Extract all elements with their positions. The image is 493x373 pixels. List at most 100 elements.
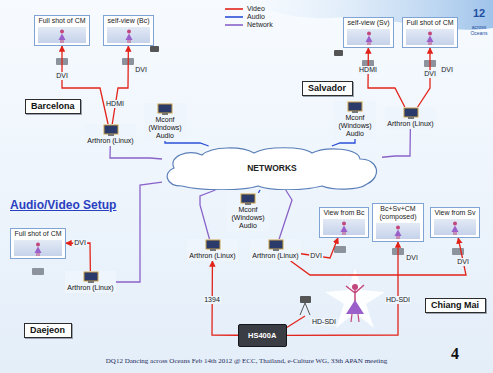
screen-dancer	[393, 225, 403, 239]
camera-body	[300, 296, 311, 303]
legend-text: Network	[247, 21, 273, 29]
node-text: Bc+Sv+CM (composed)	[376, 205, 420, 221]
legend: VideoAudioNetwork	[224, 5, 273, 29]
dancer-skirt	[395, 230, 402, 237]
dancer-legs	[429, 42, 431, 45]
legend-text: Audio	[247, 13, 265, 21]
site-label-box: Chiang Mai	[425, 298, 486, 313]
computer-box: Arthron (Linux)	[65, 271, 116, 293]
dancer-legs	[454, 232, 456, 235]
dancer-head	[127, 30, 131, 34]
legend-text: Video	[247, 5, 265, 13]
dancer-head	[36, 243, 40, 247]
screen-dancer	[364, 31, 374, 45]
connector	[279, 190, 292, 239]
monitor-stand	[408, 117, 414, 119]
legend-line	[224, 22, 244, 28]
computer-box: Arthron (Linux)	[250, 239, 301, 261]
dancer-legs	[61, 40, 63, 43]
computer-icon	[82, 271, 100, 284]
screen-image	[406, 29, 454, 45]
camera-body	[150, 46, 159, 52]
dancer-legs	[343, 232, 345, 235]
dancer-legs	[37, 253, 39, 256]
screen-box: Full shot of CM	[10, 228, 66, 259]
screen-dancer	[57, 29, 67, 43]
dancer-head	[428, 32, 432, 36]
node-text: NETWORKS	[247, 163, 297, 173]
computer-box: Mconf (Windows) Audio	[227, 193, 269, 231]
monitor	[104, 125, 118, 134]
connector-label: HDMI	[105, 100, 125, 108]
legend-line-sample	[225, 16, 243, 18]
projector-body	[334, 246, 346, 253]
wire-label: across Oceans	[467, 24, 491, 36]
screen-box: self-view (Bc)	[103, 15, 154, 46]
dancer-skirt	[35, 247, 42, 254]
connector	[291, 238, 466, 275]
connector	[382, 129, 410, 157]
dancer-head	[342, 222, 346, 226]
dancer-head	[453, 222, 457, 226]
monitor-stand	[108, 134, 114, 136]
diagram-title: Audio/Video Setup	[10, 198, 116, 212]
node-text: Mconf (Windows) Audio	[336, 114, 374, 138]
dancer-legs	[368, 42, 370, 45]
connector	[200, 190, 215, 239]
monitor-stand	[88, 281, 94, 283]
projector-body	[32, 268, 44, 275]
switcher-box: HS400A	[238, 324, 287, 347]
node-text: Full shot of CM	[38, 17, 86, 25]
connector-label: DVI	[55, 72, 69, 80]
camera-body	[334, 50, 343, 56]
screen-image	[107, 27, 150, 43]
node-text: Arthron (Linux)	[87, 137, 134, 145]
wire-label: 12	[473, 7, 485, 19]
computer-icon	[204, 239, 222, 252]
node-text: Arthron (Linux)	[67, 284, 114, 292]
computer-icon	[402, 107, 420, 120]
monitor-stand	[273, 249, 279, 251]
legend-line	[224, 14, 244, 20]
monitor-stand	[245, 203, 251, 205]
computer-icon	[156, 103, 174, 116]
screen-box: View from Bc	[319, 207, 369, 238]
connector-label: DVI	[423, 70, 437, 78]
connector	[332, 139, 355, 146]
dancer-body	[346, 285, 364, 302]
node-text: Full shot of CM	[406, 19, 454, 27]
connector	[368, 48, 405, 107]
connector	[66, 243, 90, 271]
node-text: Chiang Mai	[431, 300, 480, 311]
node-text: Mconf (Windows) Audio	[229, 206, 267, 230]
monitor-stand	[352, 111, 358, 113]
dancer-legs	[351, 314, 359, 322]
screen-box: Bc+Sv+CM (composed)	[372, 203, 424, 242]
dancer-head	[352, 284, 358, 290]
dancer-skirt	[125, 34, 132, 41]
legend-row: Audio	[224, 13, 273, 21]
wire-label: DVI	[405, 254, 419, 262]
monitor	[269, 240, 283, 249]
node-text: Arthron (Linux)	[252, 252, 299, 260]
screen-box: Full shot of CM	[34, 15, 90, 46]
node-text: self-view (Bc)	[107, 17, 150, 25]
screen-dancer	[124, 29, 134, 43]
screen-dancer	[450, 221, 460, 235]
connector-label: DVI	[456, 258, 470, 266]
screen-image	[38, 27, 86, 43]
legend-row: Video	[224, 5, 273, 13]
dancer-skirt	[365, 36, 372, 43]
wire-label: 4	[451, 345, 459, 363]
legend-row: Network	[224, 21, 273, 29]
monitor	[158, 104, 172, 113]
screen-box: View from Sv	[430, 207, 480, 238]
screen-image	[347, 29, 390, 45]
site-label-box: Barcelona	[25, 99, 81, 114]
camera-cable	[286, 316, 305, 328]
monitor-stand	[162, 113, 168, 115]
screen-image	[323, 219, 365, 235]
screen-dancer	[33, 242, 43, 256]
legend-line	[224, 6, 244, 12]
cloud-shape	[167, 148, 376, 190]
